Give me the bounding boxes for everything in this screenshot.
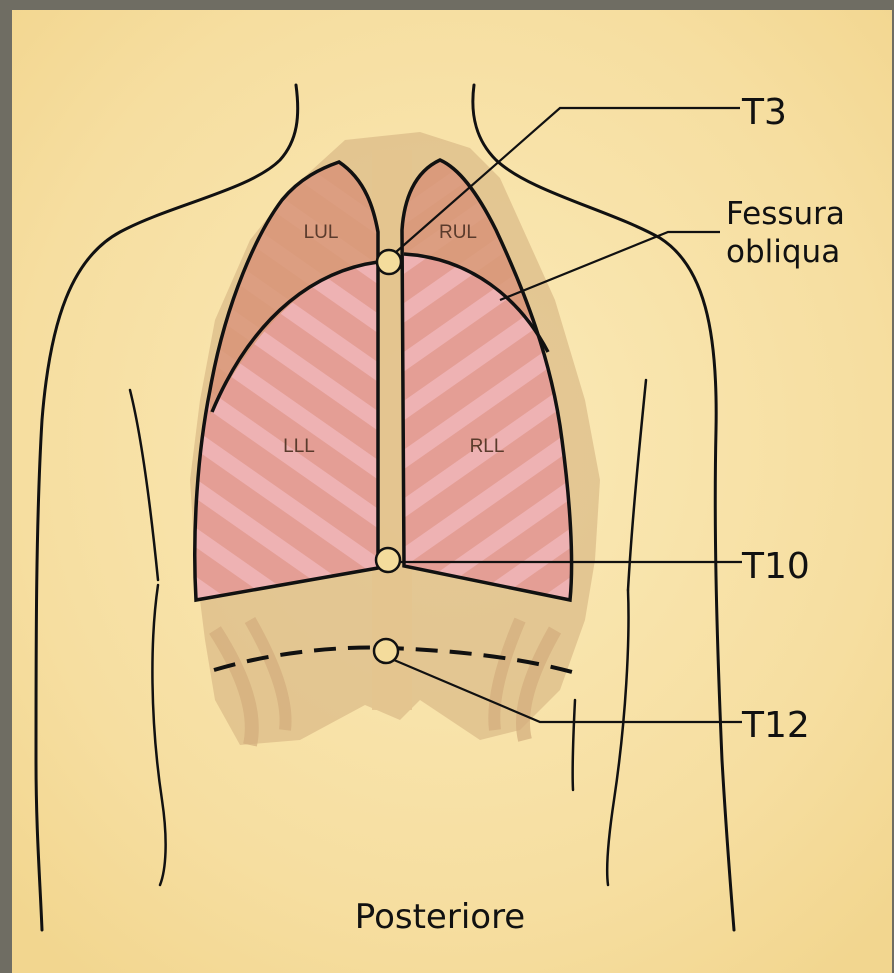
label-t3: T3 — [741, 92, 787, 133]
lobe-label-lul: LUL — [304, 222, 339, 243]
label-t12: T12 — [741, 705, 810, 746]
label-t10: T10 — [741, 546, 810, 587]
lobe-label-rul: RUL — [439, 222, 477, 243]
caption-posteriore: Posteriore — [355, 897, 525, 937]
lobe-label-lll: LLL — [283, 436, 315, 457]
lobe-label-rll: RLL — [470, 436, 505, 457]
t10-vertebra-marker — [376, 548, 400, 572]
t3-vertebra-marker — [377, 250, 401, 274]
